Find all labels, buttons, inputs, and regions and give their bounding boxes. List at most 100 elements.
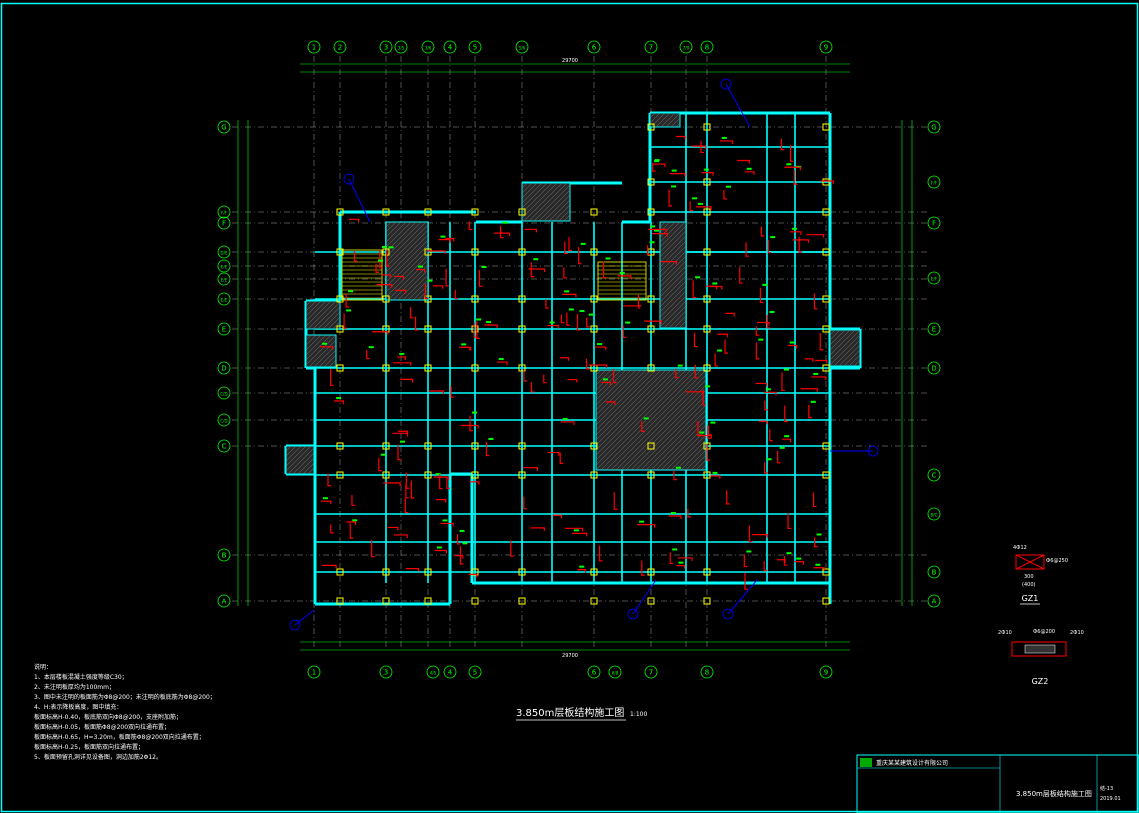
rebar-mark (605, 401, 616, 405)
column (703, 295, 711, 303)
rebar-label (671, 169, 677, 172)
rebar-mark (787, 512, 792, 529)
rebar-mark (330, 524, 334, 534)
axis-right-label: F (932, 220, 936, 228)
axis-bottom-circle (468, 665, 482, 679)
axis-bottom-circle (443, 665, 457, 679)
rebar-mark (383, 482, 401, 486)
rebar-label (486, 321, 492, 324)
rebar-mark (622, 325, 627, 338)
hatch-line (305, 300, 332, 327)
rebar-mark (787, 344, 798, 349)
column (647, 364, 655, 372)
column (518, 295, 526, 303)
rebar-mark (446, 477, 450, 489)
column (590, 295, 598, 303)
axis-bottom-label: 5 (473, 669, 477, 677)
gz1-stirrup: Ф6@250 (1046, 558, 1068, 564)
rebar-label (602, 378, 608, 381)
column (471, 597, 479, 605)
rebar-mark (476, 321, 480, 340)
axis-top-circle (468, 40, 482, 54)
hatch-line (302, 462, 315, 475)
rebar-mark (668, 515, 682, 520)
rebar-mark (385, 250, 390, 267)
rebar-mark (496, 361, 508, 366)
detail-gz1: 4Ф12 Ф6@250 300 (400) GZ1 (1013, 545, 1068, 605)
axis-top-circle (307, 40, 321, 54)
note-line: 板面标高H-0.40，板底筋双向Φ8@200，支座附加筋； (34, 714, 183, 721)
axis-bottom-circle (379, 665, 393, 679)
hatch-line (521, 182, 558, 219)
rebar-mark (598, 545, 603, 562)
rebar-mark (567, 378, 578, 383)
rebar-mark (366, 350, 370, 360)
column (424, 442, 432, 450)
column (382, 295, 390, 303)
hatch-line (659, 221, 686, 248)
axis-top-circle (394, 40, 408, 54)
axis-left-label: B (222, 552, 227, 560)
hatch-line (659, 240, 687, 268)
rebar-mark (469, 415, 473, 432)
hatch-line (312, 301, 341, 330)
rebar-mark (602, 261, 607, 279)
rebar-label (725, 185, 731, 188)
rebar-mark (330, 369, 334, 386)
rebar-mark (813, 537, 818, 548)
axis-left-circle (217, 594, 231, 608)
axis-right-label: B (932, 569, 937, 577)
notes-header: 说明： (34, 664, 53, 671)
rebar-mark (700, 141, 705, 154)
rebar-mark (405, 472, 410, 489)
rebar-label (643, 417, 649, 420)
column (590, 597, 598, 605)
rebar-mark (819, 333, 824, 351)
gz2-rebar-left: 2Ф10 (998, 630, 1012, 636)
hatch-line (649, 112, 661, 124)
hatch-line (848, 354, 861, 367)
rebar-mark (320, 500, 332, 505)
hatch-line (521, 182, 528, 189)
hatch-line (630, 394, 707, 471)
rebar-mark (678, 557, 693, 561)
rebar-mark (522, 467, 539, 471)
hatch-line (833, 339, 861, 367)
rebar-mark (815, 359, 828, 364)
rebar-label (784, 435, 790, 438)
rebar-mark (576, 314, 581, 331)
axis-left-circle (217, 120, 231, 134)
axis-bottom-circle (608, 665, 622, 679)
rebar-label (746, 550, 752, 553)
rebar-mark (613, 492, 618, 510)
rebar-mark (566, 312, 570, 326)
column (590, 568, 598, 576)
axis-top-label: 5 (473, 44, 477, 52)
rebar-mark (524, 228, 537, 233)
column (590, 471, 598, 479)
rebar-mark (652, 163, 656, 172)
hatch-line (317, 306, 341, 330)
axis-right-circle (927, 120, 941, 134)
hatch-line (659, 300, 687, 328)
hatch-line (595, 369, 632, 406)
column (382, 208, 390, 216)
rebar-mark (697, 421, 701, 436)
column (703, 325, 711, 333)
hatch-line (668, 310, 687, 329)
rebar-mark (782, 438, 792, 443)
hatch-line (307, 300, 337, 330)
rebar-mark (394, 275, 405, 280)
title-block: 重庆某某建筑设计有限公司 3.850m层板结构施工图 结-13 2019.01 (856, 754, 1139, 813)
rebar-label (703, 168, 709, 171)
rebar-mark (349, 523, 354, 539)
hatch-line (521, 182, 538, 199)
rebar-mark (673, 470, 677, 481)
rebar-mark (719, 140, 734, 144)
axis-right-label: E/F (931, 277, 938, 282)
rebar-mark (459, 346, 472, 351)
rebar-mark (439, 474, 443, 490)
rebar-mark (726, 490, 730, 505)
